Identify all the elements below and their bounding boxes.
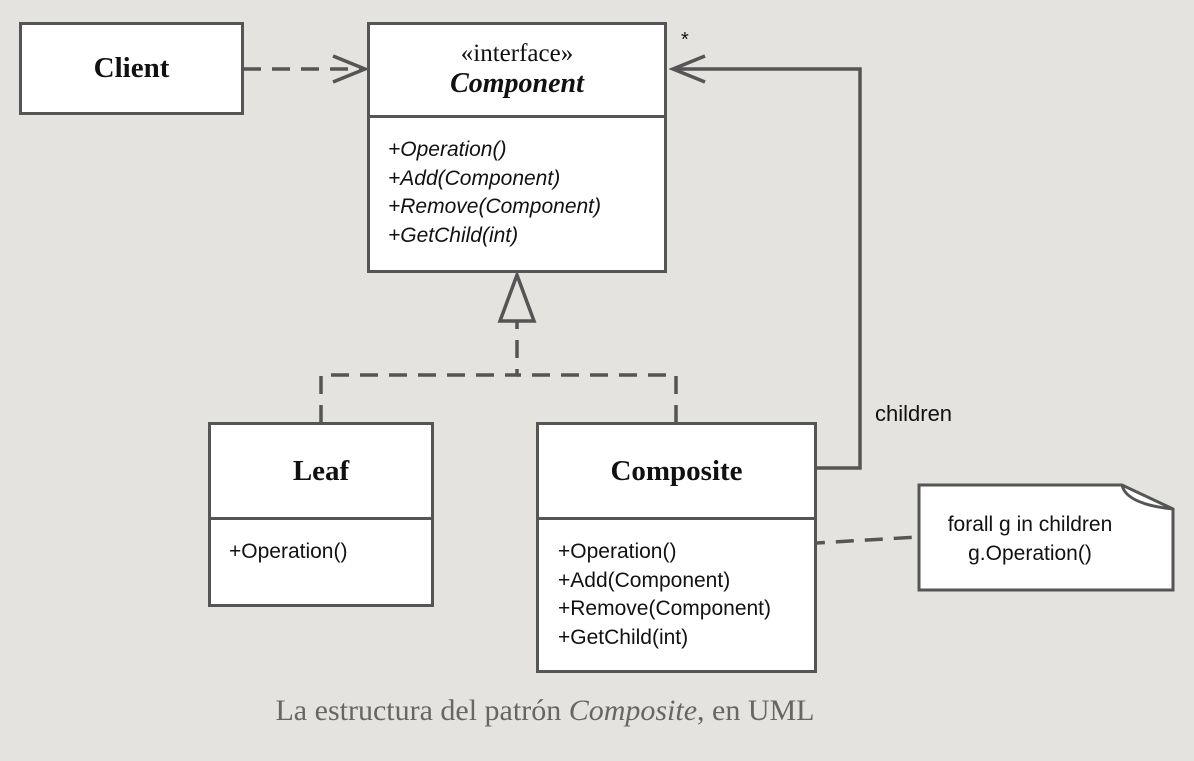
note-fold	[1120, 484, 1174, 511]
component-header: «interface» Component	[370, 25, 664, 118]
composite-header: Composite	[539, 425, 814, 520]
leaf-name: Leaf	[292, 454, 350, 487]
component-interface: «interface» Component +Operation() +Add(…	[367, 22, 667, 273]
component-operation: +Remove(Component)	[388, 195, 602, 218]
leaf-header: Leaf	[211, 425, 431, 520]
component-operation: +Add(Component)	[388, 166, 561, 190]
composite-operation: +Remove(Component)	[558, 597, 772, 620]
note-line: forall g in children	[947, 513, 1113, 536]
leaf-operation: +Operation()	[229, 540, 348, 563]
client-name: Client	[93, 52, 170, 84]
children-association-arrowhead	[668, 54, 706, 84]
composite-operation: +Operation()	[558, 540, 677, 563]
realization-triangle	[497, 269, 537, 323]
client-class: Client	[19, 22, 244, 115]
figure-caption: La estructura del patrón Composite, en U…	[0, 694, 1090, 728]
component-operation: +GetChild(int)	[388, 223, 519, 247]
realization-line-leaf	[319, 321, 519, 423]
association-role-label: children	[875, 401, 953, 426]
composite-class: Composite +Operation() +Add(Component) +…	[536, 422, 817, 673]
dependency-arrowhead	[332, 54, 370, 84]
component-stereotype: «interface»	[460, 40, 574, 67]
component-name: Component	[450, 68, 584, 99]
composite-operation: +GetChild(int)	[558, 625, 689, 649]
caption-text-after: , en UML	[697, 694, 815, 727]
association-multiplicity: *	[681, 29, 689, 51]
composite-name: Composite	[610, 454, 743, 487]
note-text: forall g in children g.Operation()	[919, 510, 1141, 568]
composite-operations: +Operation() +Add(Component) +Remove(Com…	[539, 520, 814, 652]
children-association-line	[673, 67, 862, 470]
composite-operation: +Add(Component)	[558, 568, 731, 592]
caption-emphasis: Composite	[568, 694, 698, 727]
leaf-operations: +Operation()	[211, 520, 431, 567]
realization-line-composite	[517, 373, 678, 423]
note-shape	[917, 483, 1175, 592]
component-operations: +Operation() +Add(Component) +Remove(Com…	[370, 118, 664, 250]
leaf-class: Leaf +Operation()	[208, 422, 434, 607]
component-operation: +Operation()	[388, 138, 507, 161]
note-line: g.Operation()	[968, 542, 1092, 565]
caption-text-before: La estructura del patrón	[275, 694, 569, 727]
